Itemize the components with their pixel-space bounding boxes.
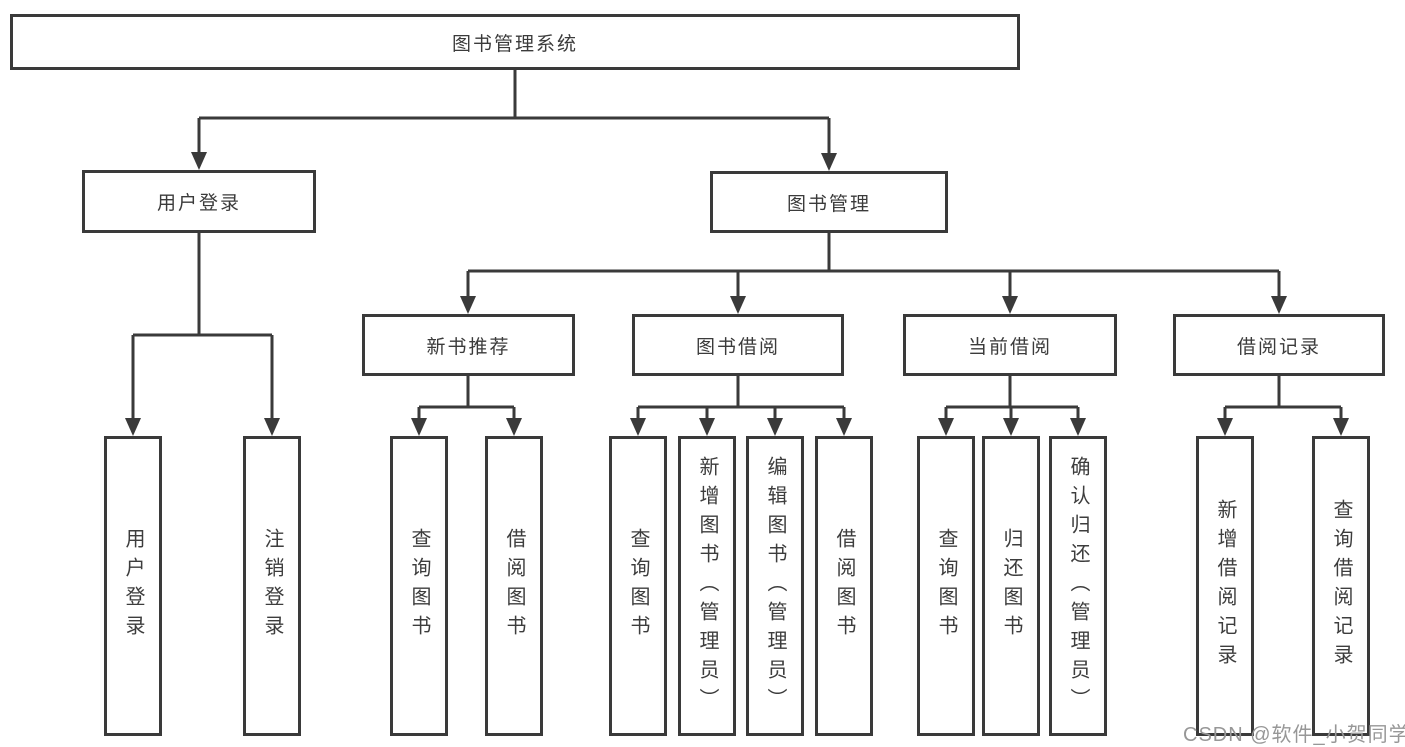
leaf-label: 编辑图书（管理员）: [764, 455, 786, 717]
leaf-label: 确认归还（管理员）: [1067, 455, 1089, 717]
csdn-watermark: CSDN @软件_小贺同学: [1183, 724, 1405, 746]
leaf-query-books: 查询图书: [609, 436, 667, 736]
leaf-label: 归还图书: [1000, 528, 1022, 644]
leaf-label: 新增借阅记录: [1214, 499, 1236, 673]
node-library-management-system: 图书管理系统: [10, 14, 1020, 70]
leaf-label: 借阅图书: [833, 528, 855, 644]
leaf-add-borrow-record: 新增借阅记录: [1196, 436, 1254, 736]
leaf-query-borrow-record: 查询借阅记录: [1312, 436, 1370, 736]
arrowheads: [125, 152, 1349, 436]
node-new-book-recommendation: 新书推荐: [362, 314, 575, 376]
leaf-label: 查询图书: [408, 528, 430, 644]
node-current-borrowing: 当前借阅: [903, 314, 1117, 376]
leaf-edit-books-admin: 编辑图书（管理员）: [746, 436, 804, 736]
leaf-label: 用户登录: [122, 528, 144, 644]
node-label: 图书借阅: [695, 336, 780, 358]
leaf-label: 查询图书: [935, 528, 957, 644]
leaf-confirm-return-admin: 确认归还（管理员）: [1049, 436, 1107, 736]
node-borrowing-records: 借阅记录: [1173, 314, 1385, 376]
leaf-label: 查询图书: [627, 528, 649, 644]
node-label: 新书推荐: [426, 336, 511, 358]
leaf-query-books: 查询图书: [390, 436, 448, 736]
node-label: 借阅记录: [1236, 336, 1321, 358]
node-label: 图书管理系统: [451, 33, 578, 55]
node-label: 当前借阅: [967, 336, 1052, 358]
leaf-label: 查询借阅记录: [1330, 499, 1352, 673]
node-user-login: 用户登录: [82, 170, 316, 233]
node-book-borrowing: 图书借阅: [632, 314, 844, 376]
leaf-label: 注销登录: [261, 528, 283, 644]
leaf-user-login: 用户登录: [104, 436, 162, 736]
leaf-query-books: 查询图书: [917, 436, 975, 736]
leaf-borrow-books: 借阅图书: [815, 436, 873, 736]
node-label: 图书管理: [786, 193, 871, 215]
leaf-logout: 注销登录: [243, 436, 301, 736]
leaf-return-books: 归还图书: [982, 436, 1040, 736]
node-label: 用户登录: [156, 193, 241, 214]
leaf-add-books-admin: 新增图书（管理员）: [678, 436, 736, 736]
leaf-label: 新增图书（管理员）: [696, 455, 718, 717]
leaf-borrow-books: 借阅图书: [485, 436, 543, 736]
leaf-label: 借阅图书: [503, 528, 525, 644]
node-book-management: 图书管理: [710, 171, 948, 233]
